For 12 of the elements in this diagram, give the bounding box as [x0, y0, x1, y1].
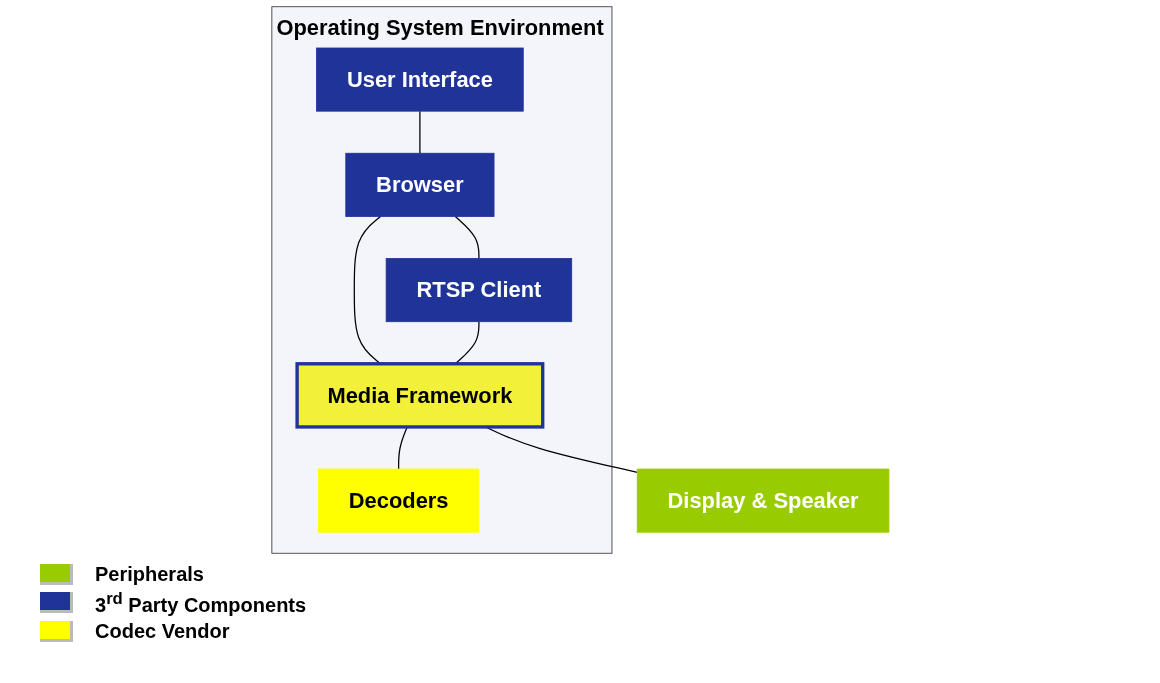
node-box: Browser [344, 152, 495, 217]
legend-label: Codec Vendor [95, 619, 230, 643]
node-box: Media Framework [295, 362, 544, 429]
connector [454, 215, 480, 260]
legend-label: Peripherals [95, 563, 204, 586]
connector [397, 426, 408, 470]
legend-label: 3$^{rd}$ Party Components [95, 589, 307, 617]
connector [418, 110, 421, 154]
node-box: User Interface [315, 47, 524, 112]
node-box: Display & Speaker [636, 468, 889, 533]
node-box: Decoders [317, 468, 479, 533]
node-box: RTSP Client [385, 258, 572, 323]
